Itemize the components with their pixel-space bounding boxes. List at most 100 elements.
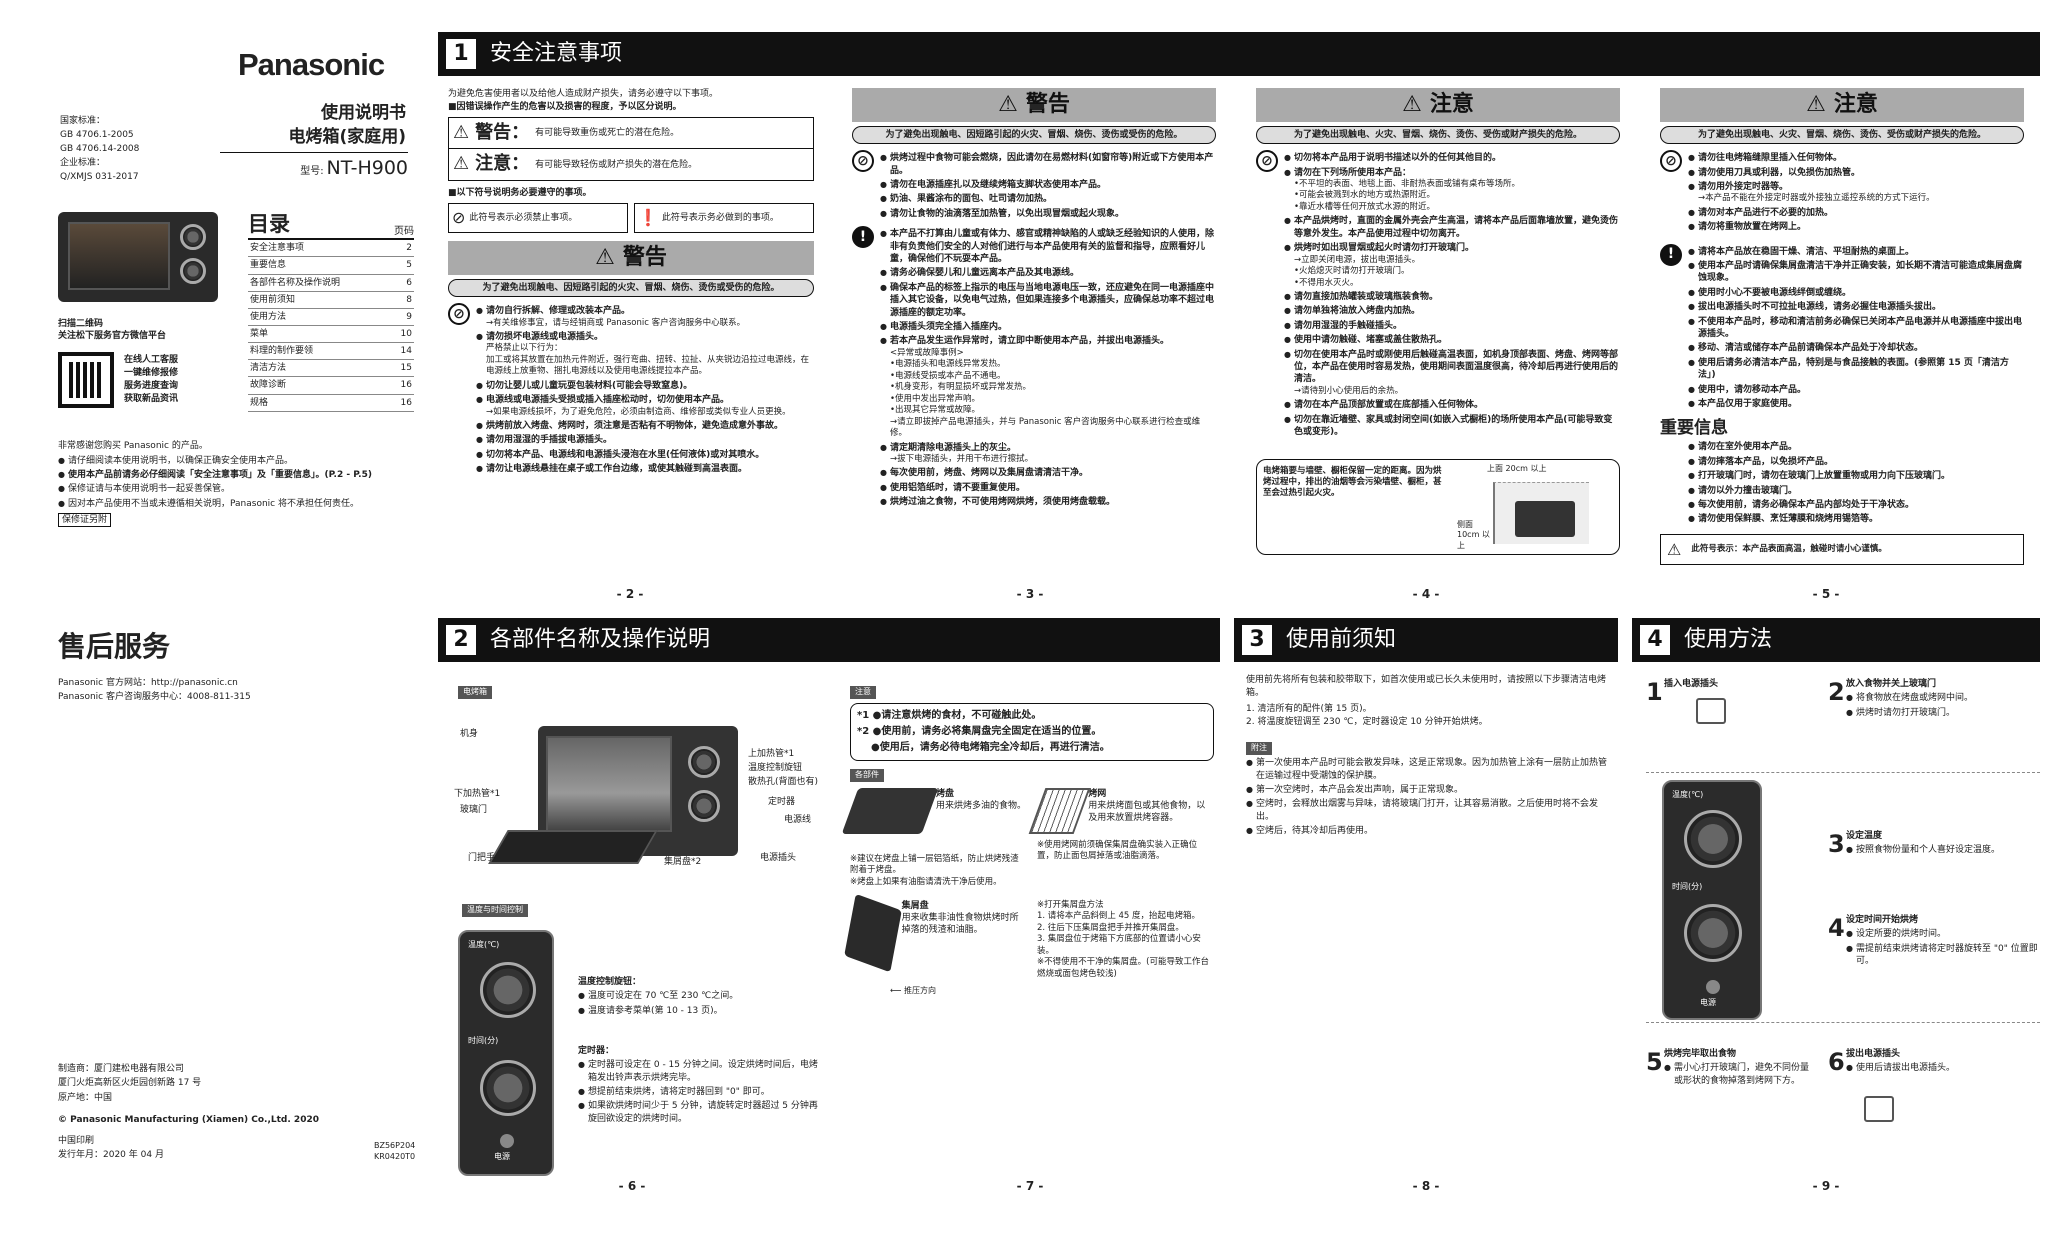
plug-in-icon xyxy=(1696,698,1726,724)
power-indicator xyxy=(500,1134,514,1148)
prohibit-icon: ⊘ xyxy=(448,303,470,326)
accessories-tag: 各部件 xyxy=(850,768,884,782)
page-number: - 3 - xyxy=(1016,587,1044,601)
warning-desc: 有可能导致重伤或死亡的潜在危险。 xyxy=(535,128,680,139)
clearance-note-box: 电烤箱要与墙壁、橱柜保留一定的距离。因为烘烤过程中，排出的油烟等会污染墙壁、橱柜… xyxy=(1256,458,1620,555)
push-direction: ⟵ 推压方向 xyxy=(890,986,937,995)
caution-desc: 有可能导致轻伤或财产损失的潜在危险。 xyxy=(535,159,698,170)
page-5: ⚠注意 为了避免出现触电、火灾、冒烟、烧伤、烫伤、受伤或财产损失的危险。 ⊘ 请… xyxy=(1660,88,2024,566)
model-line: 型号: NT-H900 xyxy=(260,156,408,182)
page-number: - 5 - xyxy=(1812,587,1840,601)
qr-services: 在线人工客服一键维修报修服务进度查询获取新品资讯 xyxy=(124,355,179,405)
part-label: 集屑盘*2 xyxy=(664,857,702,867)
oven-photo xyxy=(58,212,218,302)
product-name: 电烤箱(家庭用) xyxy=(288,127,406,147)
part-label: 门把手 xyxy=(468,853,496,863)
unplug-icon xyxy=(1864,1096,1894,1122)
warning-icon: ⚠ xyxy=(998,92,1018,118)
usage-step: 2 放入食物并关上玻璃门 将食物放在烤盘或烤网中间。 烘烤时请勿打开玻璃门。 xyxy=(1828,676,2038,718)
page-number: - 9 - xyxy=(1812,1179,1840,1193)
timer-knob[interactable] xyxy=(1684,904,1742,962)
standard-line: Q/XMJS 031-2017 xyxy=(60,171,139,182)
qr-code[interactable] xyxy=(58,352,114,408)
qr-caption: 扫描二维码关注松下服务官方微信平台 xyxy=(58,319,167,342)
model-number: NT-H900 xyxy=(326,157,408,179)
temperature-knob[interactable] xyxy=(1684,810,1742,868)
caution-banner: 为了避免出现触电、火灾、冒烟、烧伤、烫伤、受伤或财产损失的危险。 xyxy=(1660,126,2024,145)
temp-dial-label: 温度(℃) xyxy=(468,940,500,949)
section-1-header: 1 安全注意事项 xyxy=(438,32,2040,76)
notes-tag: 注意 xyxy=(850,686,876,699)
usage-control-panel: 温度(℃) 时间(分) 电源 xyxy=(1662,780,1762,1020)
page-number: - 7 - xyxy=(1016,1179,1044,1193)
temperature-knob[interactable] xyxy=(480,962,536,1018)
control-tag: 温度与时间控制 xyxy=(462,904,528,917)
brand-logo: Panasonic xyxy=(238,47,385,82)
section-number: 1 xyxy=(444,37,478,71)
usage-step: 4 设定时间开始烘烤 设定所要的烘烤时间。 需提前结束烘烤请将定时器旋转至 "0… xyxy=(1828,912,2038,966)
usage-step: 6 拔出电源插头 使用后请拔出电源插头。 xyxy=(1828,1046,2038,1122)
part-label: 机身 xyxy=(460,729,479,739)
manual-title: 使用说明书 xyxy=(321,103,406,123)
caution-label: 注意： xyxy=(475,153,530,175)
part-label: 下加热管*1 xyxy=(454,789,501,799)
baking-tray-image xyxy=(841,787,939,834)
clearance-diagram xyxy=(1493,481,1589,544)
page-3: ⚠警告 为了避免出现触电、因短路引起的火灾、冒烟、烧伤、烫伤或受伤的危险。 ⊘ … xyxy=(852,88,1216,509)
page-7: 注意 *1 ●请注意烘烤的食材，不可碰触此处。 *2 ●使用前，请务必将集屑盘完… xyxy=(841,686,1214,995)
page-4: ⚠注意 为了避免出现触电、火灾、冒烟、烧伤、烫伤、受伤或财产损失的危险。 ⊘ 切… xyxy=(1256,88,1620,555)
page-2: 为避免危害使用者以及给他人造成财产损失，请务必遵守以下事项。 ■因错误操作产生的… xyxy=(448,88,814,476)
section-title: 使用前须知 xyxy=(1286,627,1397,653)
section-title: 安全注意事项 xyxy=(490,41,623,67)
note-tag: 附注 xyxy=(1246,742,1272,756)
warning-heading: ⚠警告 xyxy=(448,240,814,275)
section-number: 3 xyxy=(1240,623,1274,657)
page-8: 使用前先将所有包装和胶带取下，如首次使用或已长久未使用时，请按照以下步骤清洁电烤… xyxy=(1246,674,1610,838)
prohibit-icon: ⊘ xyxy=(852,150,874,173)
prohibit-desc: 此符号表示必须禁止事项。 xyxy=(469,213,578,224)
warning-banner: 为了避免出现触电、因短路引起的火灾、冒烟、烧伤、烫伤或受伤的危险。 xyxy=(852,126,1216,145)
caution-icon: ⚠ xyxy=(1806,92,1826,118)
hotline: Panasonic 客户咨询服务中心：4008-811-315 xyxy=(58,692,251,703)
arrow-left-icon: ⟵ xyxy=(890,986,905,995)
standard-line: 国家标准： xyxy=(60,116,106,126)
section-number: 2 xyxy=(444,623,478,657)
section-title: 使用方法 xyxy=(1684,627,1773,653)
standard-line: GB 4706.1-2005 xyxy=(60,129,134,140)
standard-line: GB 4706.14-2008 xyxy=(60,143,140,154)
control-panel: 温度(℃) 时间(分) 电源 xyxy=(458,930,554,1176)
warranty-tag: 保修证另附 xyxy=(58,513,112,528)
usage-step: 5 烘烤完毕取出食物 需小心打开玻璃门，避免不同份量或形状的食物掉落到烤网下方。 xyxy=(1646,1046,1826,1086)
hot-surface-icon: ⚠ xyxy=(1667,539,1682,559)
hot-surface-note: ⚠ 此符号表示：本产品表面高温，触碰时请小心谨慎。 xyxy=(1660,533,2024,566)
timer-knob[interactable] xyxy=(480,1060,536,1116)
power-label: 电源 xyxy=(494,1152,510,1161)
mandatory-icon: ! xyxy=(852,226,874,249)
prohibit-icon: ⊘ xyxy=(452,208,466,228)
part-label: 电源线 xyxy=(784,815,812,825)
section-number: 4 xyxy=(1638,623,1672,657)
page-9: 1 插入电源插头 2 放入食物并关上玻璃门 将食物放在烤盘或烤网中间。 烘烤时请… xyxy=(1646,676,2040,1176)
part-label: 散热孔(背面也有) xyxy=(748,777,819,787)
warning-icon: ⚠ xyxy=(453,122,470,144)
caution-icon: ⚠ xyxy=(453,153,470,175)
page-number: - 8 - xyxy=(1412,1179,1440,1193)
standards: 国家标准： GB 4706.1-2005 GB 4706.14-2008 企业标… xyxy=(60,115,139,185)
part-label: 定时器 xyxy=(768,797,796,807)
caution-banner: 为了避免出现触电、火灾、冒烟、烧伤、烫伤、受伤或财产损失的危险。 xyxy=(1256,126,1620,145)
page-number: - 2 - xyxy=(616,587,644,601)
website[interactable]: Panasonic 官方网站：http://panasonic.cn xyxy=(58,678,238,688)
service-title: 售后服务 xyxy=(58,630,171,663)
maker-info: 制造商：厦门建松电器有限公司 厦门火炬高新区火炬园创新路 17 号 原产地：中国… xyxy=(58,1064,319,1160)
